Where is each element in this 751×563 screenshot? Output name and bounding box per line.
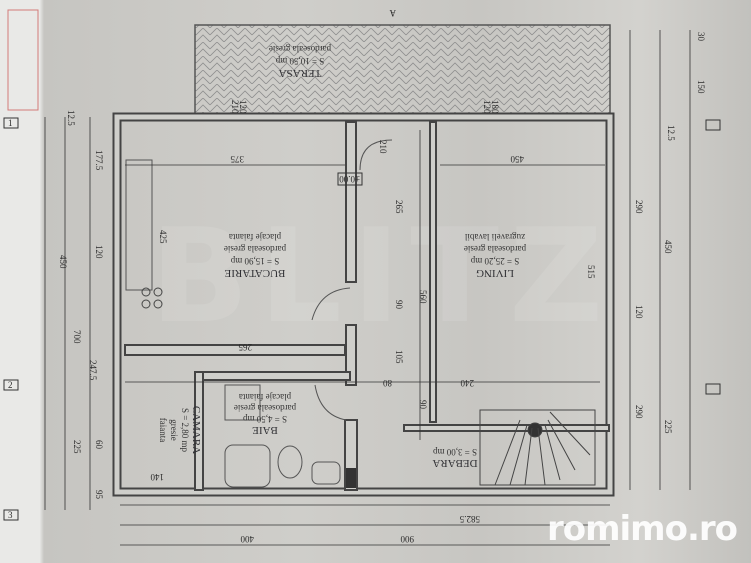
- svg-text:582.5: 582.5: [459, 514, 480, 524]
- label-terasa: TERASA S = 10,50 mp pardoseala gresie: [269, 44, 331, 79]
- svg-text:90: 90: [418, 400, 428, 410]
- svg-text:1: 1: [8, 118, 13, 128]
- svg-text:290: 290: [634, 405, 644, 419]
- svg-text:120: 120: [482, 100, 492, 114]
- svg-text:105: 105: [394, 350, 404, 364]
- label-baie: BAIE S = 4,50 mp pardoseala gresie placa…: [234, 392, 296, 436]
- romimo-watermark: romimo.ro: [546, 509, 738, 549]
- svg-text:90: 90: [394, 300, 404, 310]
- stairs: [479, 409, 596, 486]
- ghost-watermark: BLITZ: [150, 200, 614, 352]
- toilet: [277, 445, 303, 479]
- svg-text:400: 400: [240, 534, 254, 544]
- svg-text:265: 265: [238, 342, 252, 352]
- svg-text:pardoseala gresie: pardoseala gresie: [464, 244, 526, 254]
- svg-text:240: 240: [460, 378, 474, 388]
- svg-text:560: 560: [418, 290, 428, 304]
- svg-text:3: 3: [8, 510, 13, 520]
- shower: [224, 444, 271, 488]
- svg-text:A: A: [389, 8, 396, 18]
- svg-text:180: 180: [490, 100, 500, 114]
- dimension-labels: 700 450 247.5 225 177.5 120 60 95 12.5 4…: [58, 32, 706, 544]
- dimension-lines: [44, 30, 691, 546]
- stamp-box: [7, 9, 39, 111]
- kitchen-counter: [125, 159, 153, 291]
- svg-text:S = 4,50 mp: S = 4,50 mp: [242, 414, 287, 424]
- svg-text:placaje faianta: placaje faianta: [239, 392, 291, 402]
- svg-text:30: 30: [696, 32, 706, 42]
- svg-text:120: 120: [238, 100, 248, 114]
- svg-text:faianta: faianta: [158, 418, 168, 442]
- door-swing: [314, 384, 347, 421]
- svg-text:210: 210: [230, 100, 240, 114]
- svg-text:265: 265: [394, 200, 404, 214]
- paper-margin: [0, 0, 40, 563]
- svg-text:TERASA: TERASA: [279, 67, 322, 79]
- svg-text:247.5: 247.5: [88, 360, 98, 381]
- svg-text:120: 120: [94, 245, 104, 259]
- svg-text:900: 900: [400, 534, 414, 544]
- svg-text:BUCATARIE: BUCATARIE: [224, 267, 285, 279]
- svg-text:450: 450: [663, 240, 673, 254]
- svg-text:S = 3,00 mp: S = 3,00 mp: [432, 447, 477, 457]
- svg-text:zugraveli lavabil: zugraveli lavabil: [464, 232, 525, 242]
- door-swing: [311, 287, 351, 321]
- level-marker: ±0.00: [339, 174, 360, 184]
- svg-text:12.5: 12.5: [666, 125, 676, 141]
- interior-walls: [124, 121, 610, 491]
- column: [346, 468, 356, 488]
- label-bucatarie: BUCATARIE S = 15,90 mp pardoseala gresie…: [224, 232, 286, 279]
- washing-machine: [224, 384, 261, 421]
- svg-text:450: 450: [58, 255, 68, 269]
- label-debara: DEBARA S = 3,00 mp: [432, 447, 477, 469]
- svg-text:225: 225: [663, 420, 673, 434]
- svg-text:290: 290: [634, 200, 644, 214]
- door-swing: [359, 139, 393, 171]
- svg-text:425: 425: [158, 230, 168, 244]
- label-living: LIVING S = 25,20 mp pardoseala gresie zu…: [464, 232, 526, 279]
- level-box: [337, 172, 363, 186]
- svg-text:60: 60: [94, 440, 104, 450]
- svg-text:80: 80: [383, 378, 393, 388]
- svg-text:515: 515: [586, 265, 596, 279]
- axis-markers: 1 2 3 A: [3, 8, 721, 521]
- svg-text:placaje faianta: placaje faianta: [229, 232, 281, 242]
- svg-text:120: 120: [634, 305, 644, 319]
- svg-text:pardoseala gresie: pardoseala gresie: [234, 403, 296, 413]
- svg-text:225: 225: [72, 440, 82, 454]
- svg-text:140: 140: [150, 472, 164, 482]
- svg-text:2: 2: [8, 380, 13, 390]
- svg-text:BAIE: BAIE: [252, 424, 278, 436]
- svg-text:177.5: 177.5: [94, 150, 104, 171]
- svg-text:375: 375: [230, 154, 244, 164]
- svg-text:S = 15,90 mp: S = 15,90 mp: [230, 256, 279, 266]
- sink: [311, 461, 341, 485]
- svg-text:210: 210: [378, 140, 388, 154]
- svg-text:DEBARA: DEBARA: [432, 457, 477, 469]
- outer-wall-inner: [114, 114, 613, 495]
- svg-text:450: 450: [510, 154, 524, 164]
- svg-text:95: 95: [94, 490, 104, 500]
- svg-text:LIVING: LIVING: [476, 267, 514, 279]
- svg-text:CAMARA: CAMARA: [190, 406, 202, 454]
- svg-text:S = 2,80 mp: S = 2,80 mp: [180, 408, 190, 453]
- svg-text:S = 25,20 mp: S = 25,20 mp: [470, 256, 519, 266]
- svg-text:700: 700: [72, 330, 82, 344]
- terrace: [194, 24, 611, 118]
- svg-text:pardoseala gresie: pardoseala gresie: [269, 44, 331, 54]
- svg-text:12.5: 12.5: [66, 110, 76, 126]
- svg-text:S = 10,50 mp: S = 10,50 mp: [275, 56, 324, 66]
- label-camara: CAMARA S = 2,80 mp gresie faianta: [158, 406, 202, 454]
- svg-text:pardoseala gresie: pardoseala gresie: [224, 244, 286, 254]
- svg-text:gresie: gresie: [169, 419, 179, 441]
- svg-text:150: 150: [696, 80, 706, 94]
